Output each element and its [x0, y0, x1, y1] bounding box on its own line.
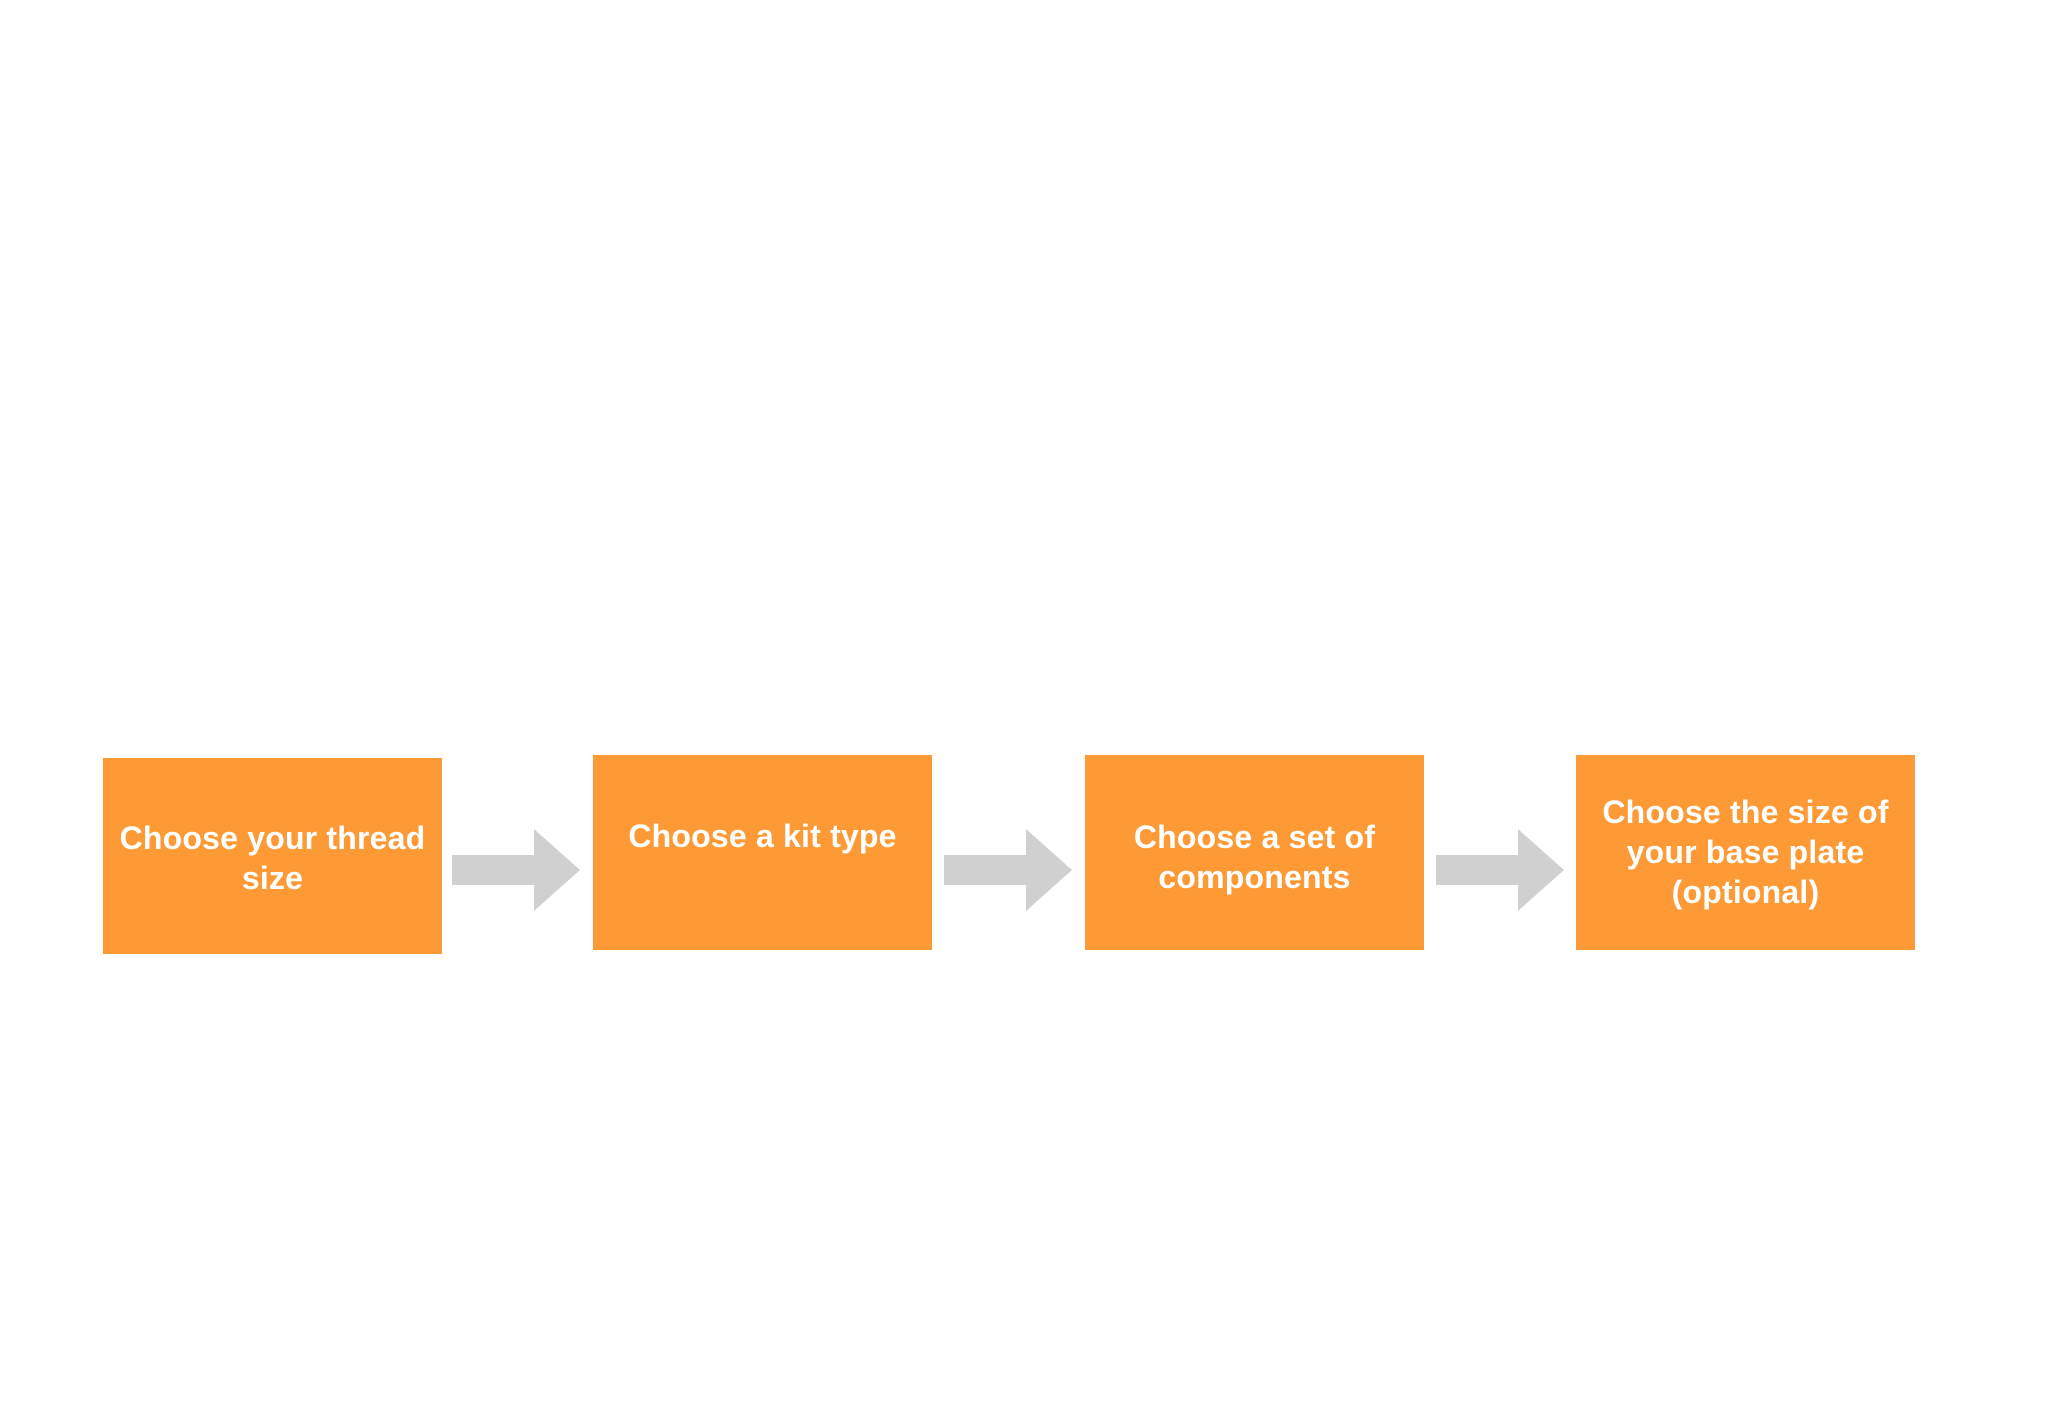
step-box-base-plate: Choose the size of your base plate (opti… — [1576, 755, 1915, 950]
step-label-components: Choose a set of components — [1133, 818, 1376, 895]
right-arrow-icon — [1436, 829, 1564, 911]
step-label-thread-size: Choose your thread size — [119, 820, 426, 896]
step-box-thread-size: Choose your thread size — [103, 758, 442, 954]
step-box-components: Choose a set of components — [1085, 755, 1424, 950]
top-background-band — [0, 0, 2048, 318]
step-label-base-plate: Choose the size of your base plate (opti… — [1602, 793, 1889, 910]
step-label-kit-type: Choose a kit type — [628, 817, 897, 854]
right-arrow-icon — [944, 829, 1072, 911]
step-box-kit-type: Choose a kit type — [593, 755, 932, 950]
right-arrow-icon — [452, 829, 580, 911]
